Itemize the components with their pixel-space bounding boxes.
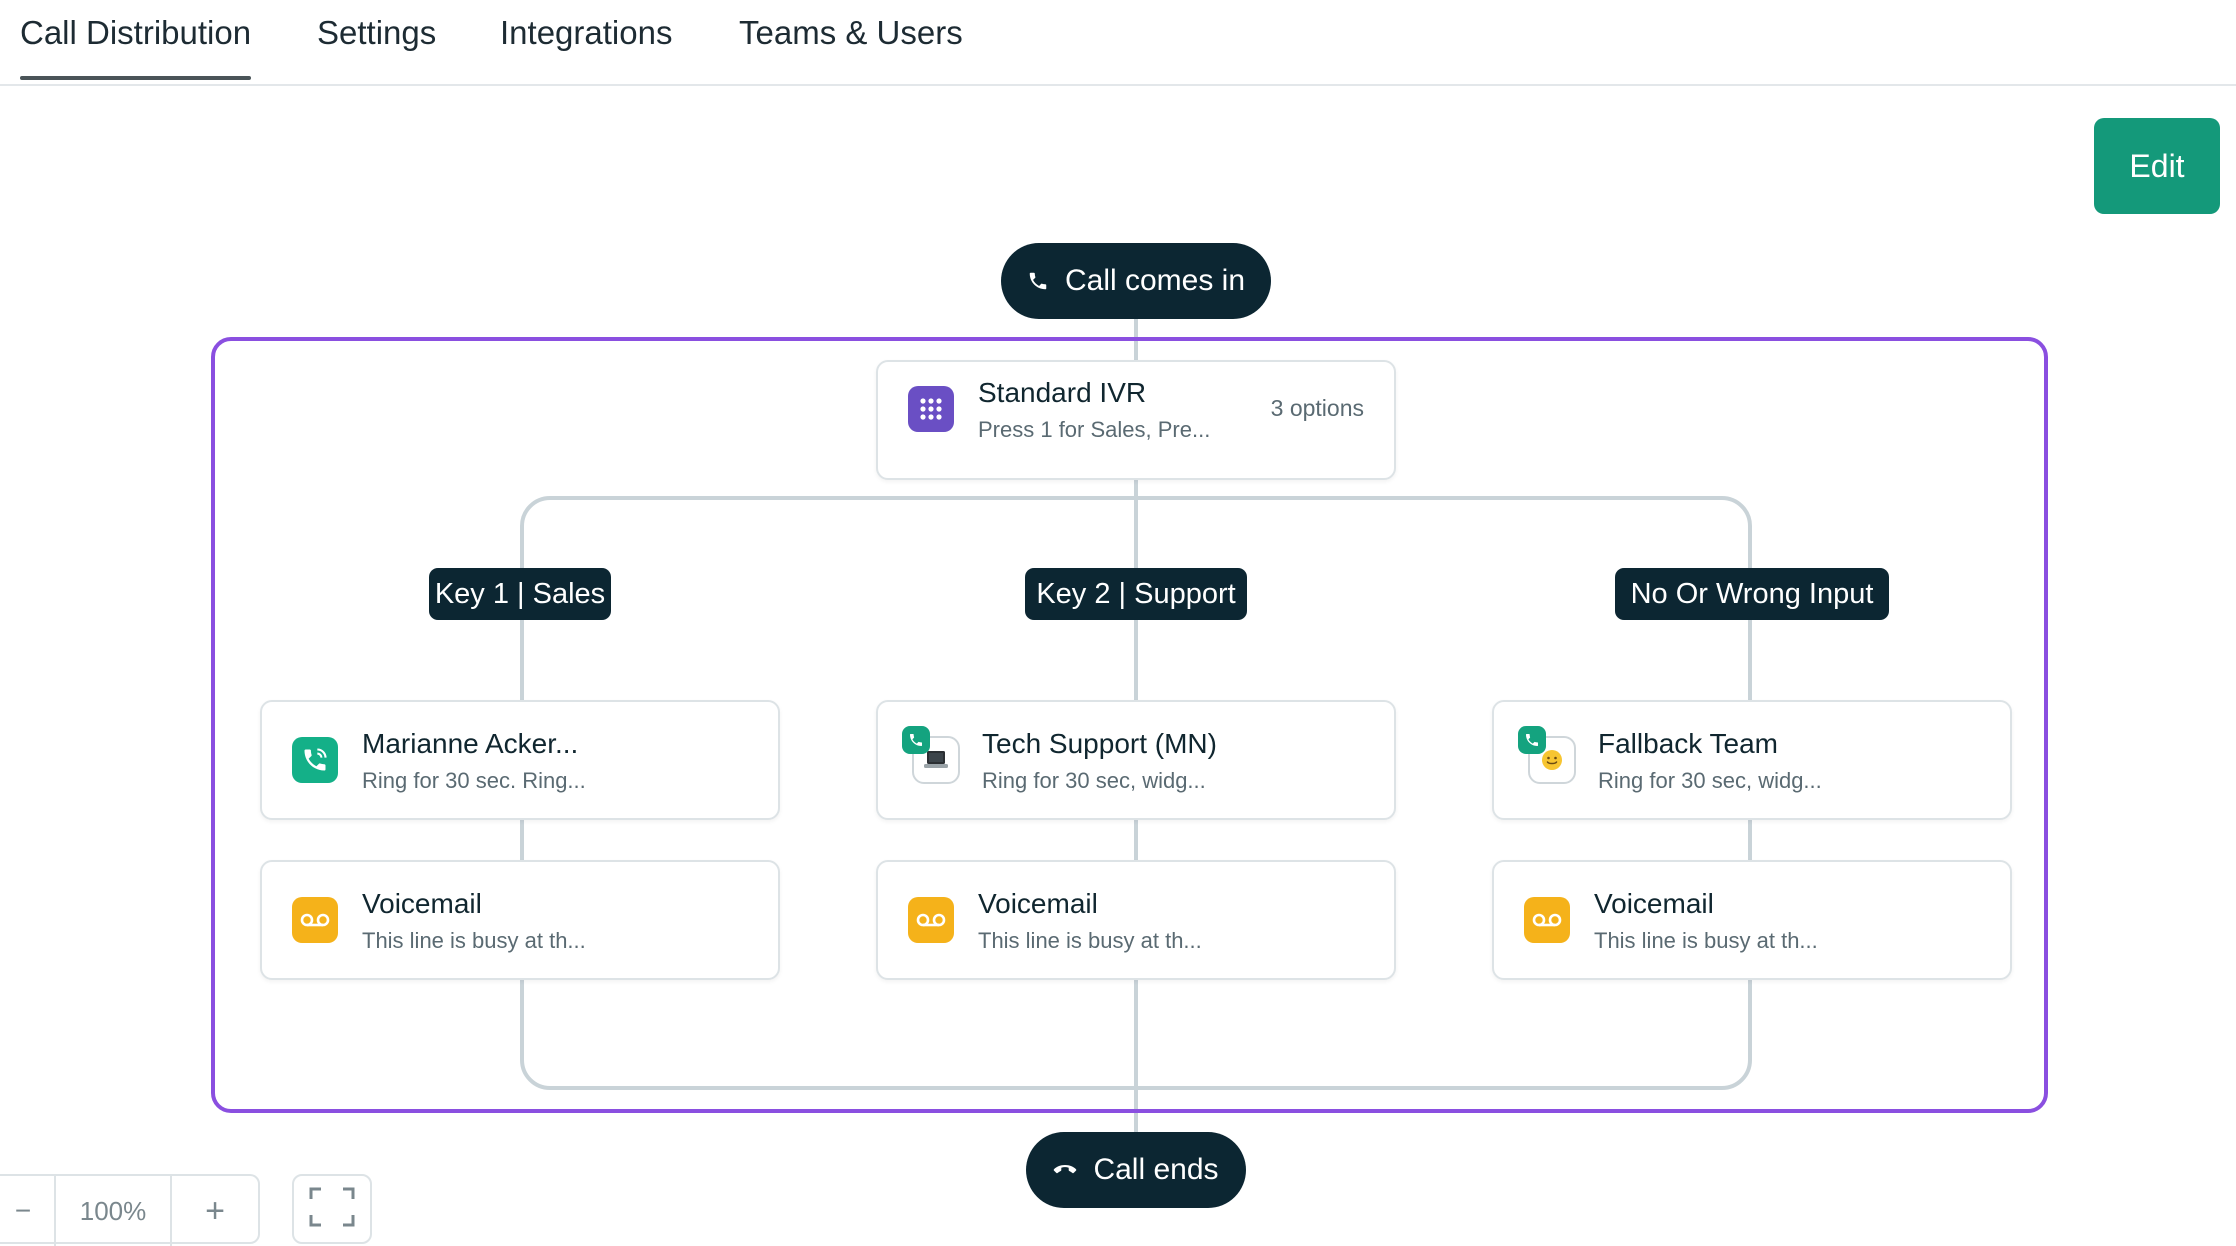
branch-2-voicemail-title: Voicemail xyxy=(978,888,1098,919)
voicemail-icon xyxy=(292,897,338,943)
branch-1-target-subtitle: Ring for 30 sec. Ring... xyxy=(362,768,586,793)
branch-3-target-subtitle: Ring for 30 sec, widg... xyxy=(1598,768,1822,793)
zoom-controls: − 100% + xyxy=(0,1174,260,1246)
ivr-subtitle: Press 1 for Sales, Pre... xyxy=(978,417,1211,442)
branch-1-voicemail-title: Voicemail xyxy=(362,888,482,919)
hang-up-icon xyxy=(1053,1163,1077,1177)
branch-2-target-title: Tech Support (MN) xyxy=(982,728,1217,759)
call-ends-node[interactable]: Call ends xyxy=(1026,1132,1246,1208)
call-comes-in-node[interactable]: Call comes in xyxy=(1001,243,1271,319)
ivr-title: Standard IVR xyxy=(978,377,1147,408)
phone-icon xyxy=(1027,270,1049,292)
branch-key-1-label: Key 1 | Sales xyxy=(429,568,611,620)
call-comes-in-label: Call comes in xyxy=(1064,264,1246,297)
branch-3-voicemail-subtitle: This line is busy at th... xyxy=(1594,928,1818,953)
branch-no-input-label: No Or Wrong Input xyxy=(1615,568,1889,620)
branch-2-voicemail-subtitle: This line is busy at th... xyxy=(978,928,1202,953)
zoom-level: 100% xyxy=(79,1195,147,1226)
tab-call-distribution[interactable]: Call Distribution xyxy=(20,12,252,80)
zoom-in-button[interactable]: + xyxy=(205,1191,225,1230)
laptop-team-icon xyxy=(902,726,964,788)
call-badge-icon xyxy=(902,726,930,754)
zoom-out-button[interactable]: − xyxy=(14,1195,32,1226)
ivr-options-count: 3 options xyxy=(1270,395,1364,421)
call-ends-label: Call ends xyxy=(1093,1153,1219,1186)
branch-2-target-subtitle: Ring for 30 sec, widg... xyxy=(982,768,1206,793)
fullscreen-icon xyxy=(309,1187,355,1232)
branch-2-target-card[interactable]: Tech Support (MN) Ring for 30 sec, widg.… xyxy=(876,700,1396,820)
ivr-card[interactable]: Standard IVR Press 1 for Sales, Pre... 3… xyxy=(876,360,1396,480)
branch-1-voicemail-card[interactable]: Voicemail This line is busy at th... xyxy=(260,860,780,980)
fit-to-screen-button[interactable] xyxy=(292,1174,372,1244)
branch-1-voicemail-subtitle: This line is busy at th... xyxy=(362,928,586,953)
tab-integrations[interactable]: Integrations xyxy=(500,14,673,51)
branch-2-voicemail-card[interactable]: Voicemail This line is busy at th... xyxy=(876,860,1396,980)
branch-3-target-card[interactable]: Fallback Team Ring for 30 sec, widg... xyxy=(1492,700,2012,820)
voicemail-icon xyxy=(908,897,954,943)
voicemail-icon xyxy=(1524,897,1570,943)
branch-3-target-title: Fallback Team xyxy=(1598,728,1779,759)
call-badge-icon xyxy=(1518,726,1546,754)
branch-3-voicemail-card[interactable]: Voicemail This line is busy at th... xyxy=(1492,860,2012,980)
ivr-container xyxy=(211,337,2048,1113)
tab-bar: Call Distribution Settings Integrations … xyxy=(0,0,2236,86)
tab-teams-users[interactable]: Teams & Users xyxy=(739,14,963,51)
connector-line xyxy=(1134,318,1138,368)
branch-1-target-title: Marianne Acker... xyxy=(362,728,579,759)
phone-ring-icon xyxy=(292,737,338,783)
edit-button[interactable]: Edit xyxy=(2094,118,2220,214)
branch-1-target-card[interactable]: Marianne Acker... Ring for 30 sec. Ring.… xyxy=(260,700,780,820)
smiley-team-icon xyxy=(1518,726,1580,788)
tab-settings[interactable]: Settings xyxy=(317,14,437,51)
keypad-icon xyxy=(908,386,954,432)
branch-3-voicemail-title: Voicemail xyxy=(1594,888,1714,919)
branch-key-2-label: Key 2 | Support xyxy=(1025,568,1247,620)
